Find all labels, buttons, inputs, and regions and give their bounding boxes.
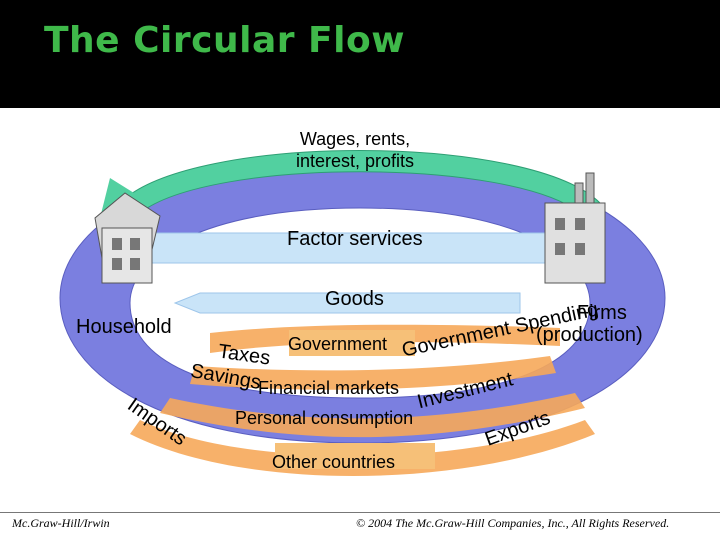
household-label: Household <box>76 316 172 338</box>
footer-rule <box>0 512 720 541</box>
firms-label: Firms(production) <box>536 302 643 346</box>
consumption-flow <box>160 393 585 438</box>
factory-icon <box>544 172 606 284</box>
financial-markets-label: Financial markets <box>258 378 400 398</box>
trade-flow <box>130 420 595 476</box>
wages-label: Wages, rents,interest, profits <box>295 129 415 171</box>
personal-consumption-label: Personal consumption <box>235 408 414 428</box>
publisher-text: Mc.Graw-Hill/Irwin <box>12 516 110 530</box>
slide-title: The Circular Flow <box>44 20 405 61</box>
title-bar <box>0 0 720 108</box>
circular-flow-diagram: Wages, rents,interest, profits Factor se… <box>0 108 720 508</box>
government-label: Government <box>288 334 388 354</box>
savings-flow <box>190 356 556 390</box>
other-countries-label: Other countries <box>272 452 396 472</box>
goods-label: Goods <box>325 288 384 310</box>
copyright-text: © 2004 The Mc.Graw-Hill Companies, Inc.,… <box>356 516 670 530</box>
government-box <box>289 330 415 356</box>
other-countries-box <box>275 443 435 469</box>
factor-services-label: Factor services <box>287 228 423 250</box>
household-icon <box>94 192 161 284</box>
goods-band <box>173 292 521 314</box>
